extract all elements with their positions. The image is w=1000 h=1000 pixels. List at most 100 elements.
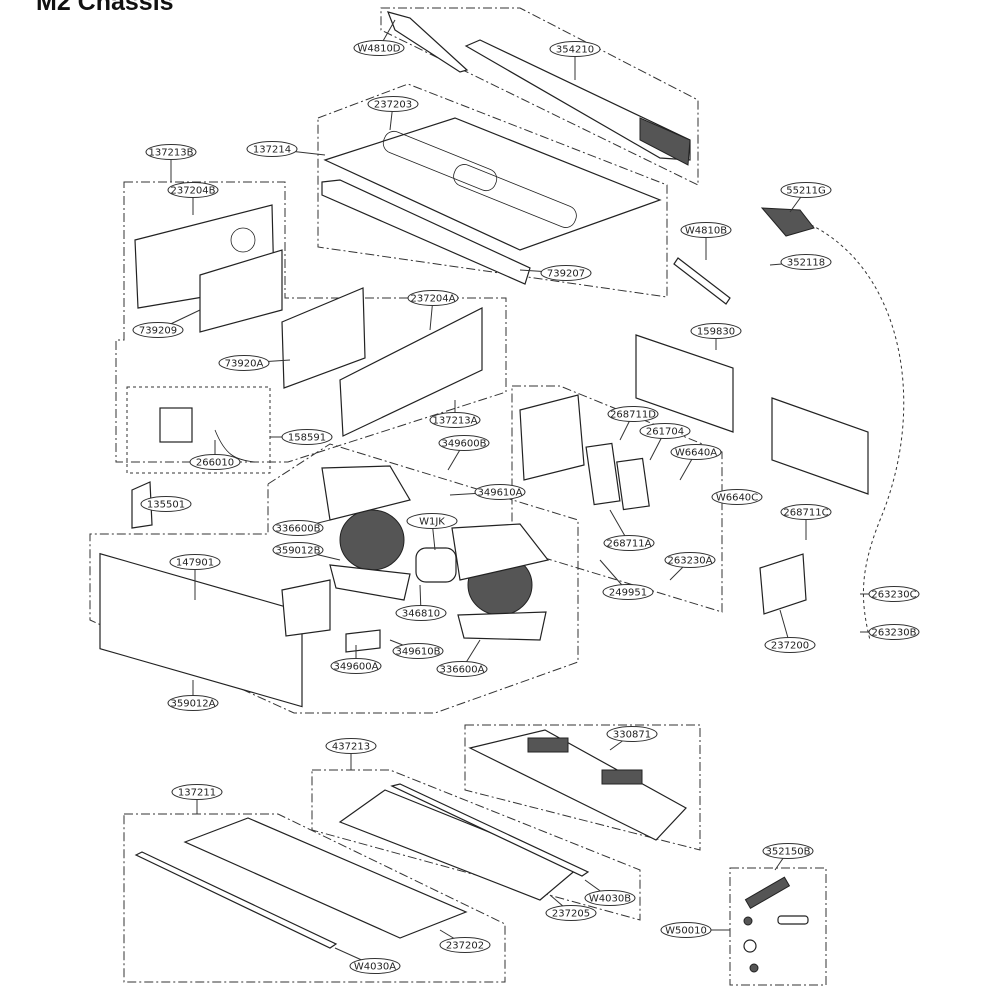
fan-motor <box>415 547 457 583</box>
callout-label: 346810 <box>402 609 440 620</box>
callout-label: 137211 <box>178 788 216 799</box>
callout-label: 135501 <box>147 500 185 511</box>
callout-label: 739207 <box>547 269 585 280</box>
callout-268711c: 268711C <box>780 504 832 520</box>
callout-437213: 437213 <box>325 738 377 754</box>
control-box-housing <box>519 394 585 481</box>
callout-352118: 352118 <box>780 254 832 270</box>
callout-739209: 739209 <box>132 322 184 338</box>
callout-label: W50010 <box>665 926 707 937</box>
callout-oval <box>607 406 659 422</box>
callout-159830: 159830 <box>690 323 742 339</box>
callout-oval <box>392 643 444 659</box>
callout-137211: 137211 <box>171 784 223 800</box>
callout-oval <box>281 429 333 445</box>
group-screws <box>729 867 827 986</box>
callout-oval <box>780 254 832 270</box>
vane-grille <box>639 117 691 166</box>
callout-label: W6640A <box>675 448 717 459</box>
callout-237200: 237200 <box>764 637 816 653</box>
group-top-vane <box>380 7 699 186</box>
scroll-lower-right <box>457 611 547 641</box>
callout-oval <box>189 454 241 470</box>
callout-w4030b: W4030B <box>584 890 636 906</box>
callout-oval <box>711 489 763 505</box>
group-drain-pan <box>464 724 701 851</box>
callout-oval <box>330 658 382 674</box>
drain-pan-block-1 <box>527 737 569 753</box>
callout-label: 330871 <box>613 730 651 741</box>
callout-354210: 354210 <box>549 41 601 57</box>
callout-label: 352118 <box>787 258 825 269</box>
callout-263230b: 263230B <box>868 624 920 640</box>
callout-label: W1JK <box>419 517 445 528</box>
callout-label: 349600B <box>441 439 486 450</box>
callout-label: 349610A <box>477 488 522 499</box>
callout-oval <box>474 484 526 500</box>
top-cover-panel <box>323 117 662 251</box>
blower-wheel-left <box>339 509 405 571</box>
callout-label: 268711C <box>783 508 828 519</box>
bottom-cover <box>183 817 468 939</box>
callout-label: 268711A <box>606 539 651 550</box>
callout-oval <box>436 661 488 677</box>
callout-oval <box>639 423 691 439</box>
callout-w4030a: W4030A <box>349 958 401 974</box>
callout-352150b: 352150B <box>762 843 814 859</box>
callout-label: 359012B <box>275 546 320 557</box>
callout-label: 237204B <box>170 186 215 197</box>
insulation-strip <box>390 783 590 877</box>
callout-oval <box>780 504 832 520</box>
top-cover-slot-1 <box>382 130 498 192</box>
callout-oval <box>680 222 732 238</box>
blower-housing-left <box>321 465 411 521</box>
drain-pan <box>468 729 687 841</box>
callout-237203: 237203 <box>367 96 419 112</box>
callout-oval <box>868 624 920 640</box>
callout-268711a: 268711A <box>603 535 655 551</box>
callout-oval <box>167 182 219 198</box>
callout-label: 237203 <box>374 100 412 111</box>
callout-263230a: 263230A <box>664 552 716 568</box>
wire-bracket <box>673 257 731 305</box>
callout-label: 159830 <box>697 327 735 338</box>
callout-label: 158591 <box>288 433 326 444</box>
vane-motor-bar <box>464 39 691 161</box>
connector-cluster <box>760 207 815 237</box>
callout-label: 263230A <box>667 556 712 567</box>
top-cover-rail <box>321 179 531 285</box>
callout-label: W6640C <box>716 493 758 504</box>
callout-label: 349610B <box>395 647 440 658</box>
callout-oval <box>780 182 832 198</box>
top-cover-slot-2 <box>453 164 577 228</box>
callout-oval <box>764 637 816 653</box>
callout-249951: 249951 <box>602 584 654 600</box>
callout-73920a: 73920A <box>218 355 270 371</box>
callout-oval <box>429 412 481 428</box>
callout-label: 237204A <box>410 294 455 305</box>
callout-147901: 147901 <box>169 554 221 570</box>
nut-part <box>743 939 757 953</box>
callout-oval <box>762 843 814 859</box>
side-panel-b-cover <box>199 249 283 333</box>
callout-oval <box>606 726 658 742</box>
callout-336600a: 336600A <box>436 661 488 677</box>
callout-label: 73920A <box>225 359 264 370</box>
callout-label: W4030B <box>589 894 631 905</box>
callout-349600b: 349600B <box>438 435 490 451</box>
sensor-wire <box>214 429 256 463</box>
callout-oval <box>602 584 654 600</box>
group-top-cover <box>317 83 668 298</box>
callout-oval <box>660 922 712 938</box>
callout-label: W4810B <box>685 226 727 237</box>
callout-label: 237200 <box>771 641 809 652</box>
callout-label: 147901 <box>176 558 214 569</box>
callout-oval <box>438 435 490 451</box>
callout-oval <box>167 695 219 711</box>
callout-349600a: 349600A <box>330 658 382 674</box>
callout-label: 237202 <box>446 941 484 952</box>
callout-label: 55211G <box>786 186 826 197</box>
callout-oval <box>171 784 223 800</box>
callout-label: W4030A <box>354 962 396 973</box>
